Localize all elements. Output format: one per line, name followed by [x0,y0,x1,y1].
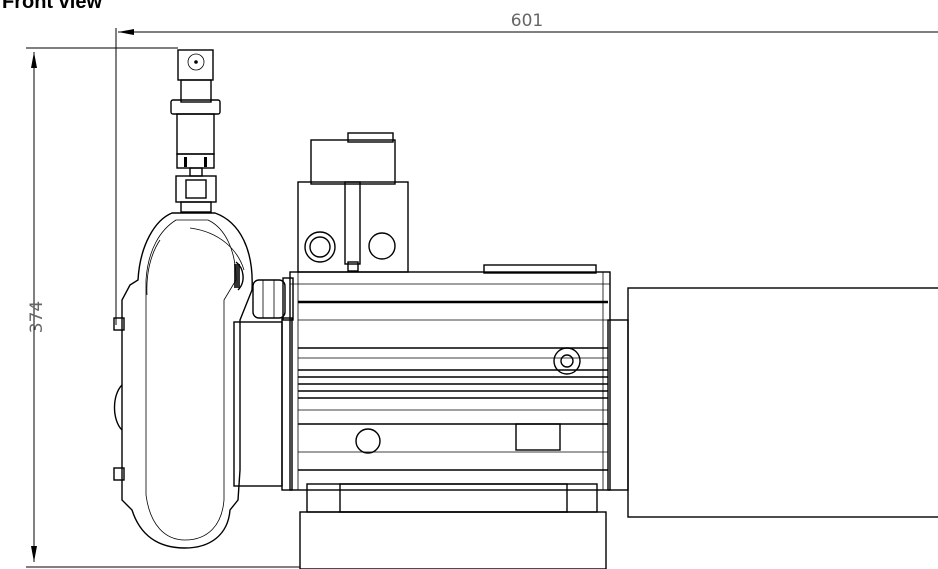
fan-cover [627,287,938,518]
adapter-flange [281,317,293,491]
pump-housing-contour-1 [146,239,161,296]
plug-nipple [189,167,203,177]
cable-gland [252,277,294,321]
plug-pin [194,60,198,64]
pump-housing-inner [145,219,237,541]
motor-top-plate [483,264,597,274]
plug-neck [180,79,212,103]
pump-housing-contour-2 [189,227,245,271]
terminal-box-lower [297,181,409,273]
motor-nameplate [515,423,561,451]
motor-drain-plug [355,428,381,454]
width-dimension-label: 601 [511,11,543,31]
height-dimension-label: 374 [27,301,47,333]
adapter-body [233,321,283,487]
pump-housing-outline [121,212,253,549]
motor-bolt-outer [553,347,581,375]
motor-housing [289,271,611,491]
motor-body [289,264,629,491]
plug-body [176,113,215,155]
height-dimension: 374 [26,47,300,568]
foot-upper [306,483,598,513]
cable-gland-nut [282,277,294,321]
terminal-box-screw [347,261,359,272]
drawing-title: Front view [2,0,103,13]
motor-bolt-inner [560,354,574,368]
plug-head [177,49,214,81]
pump-outlet-hatch [234,264,240,288]
cable-gland-body [252,279,286,319]
plug-lower [176,153,215,169]
terminal-gland-outer [304,231,336,263]
motor-fan-flange [607,319,629,491]
plug-fitting-base [180,201,212,213]
terminal-box-upper [310,139,396,185]
plug-fitting-inner [185,179,207,199]
motor-foot [299,483,607,569]
connector-plug [170,49,221,213]
foot-recess [339,483,568,513]
terminal-plug-hole [368,232,396,260]
terminal-box-divider [344,181,361,265]
terminal-box [297,132,409,273]
pump-head [113,212,253,549]
plug-ring [187,53,205,71]
pump-screw-bottom [113,467,125,481]
pump-side-boss [113,384,123,431]
terminal-box-cap [347,132,394,143]
pump-screw-top [113,317,125,331]
width-dimension: 601 [115,11,938,325]
terminal-gland-inner [309,236,331,258]
fan-cover-body [627,287,938,518]
plug-mark-right [204,157,207,167]
width-arrow-left [118,29,134,35]
height-arrow-bottom [31,546,37,562]
height-arrow-top [31,52,37,68]
plug-mark-left [184,157,187,167]
adapter-coupling [233,317,293,491]
foot-base [299,511,607,569]
